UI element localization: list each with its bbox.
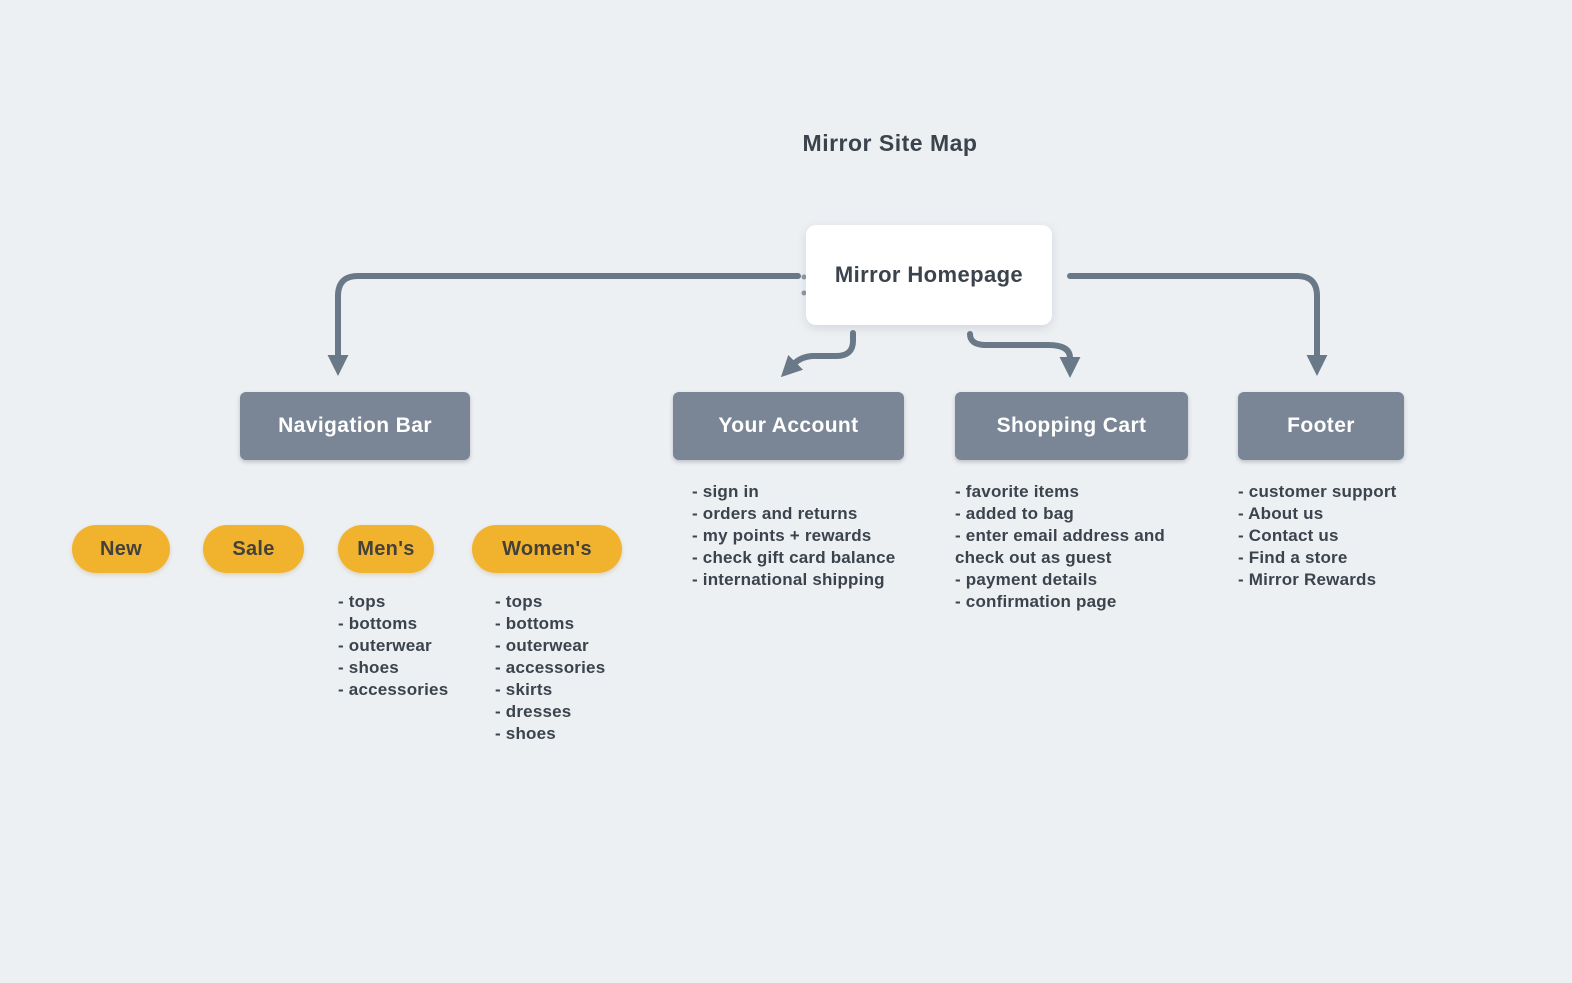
list-item: - my points + rewards [692, 526, 872, 545]
node-mirror-homepage-label: Mirror Homepage [834, 262, 1024, 287]
footer-list: - customer support - About us - Contact us… [1238, 481, 1438, 591]
your-account-list: - sign in - orders and returns - my points… [692, 481, 922, 591]
list-item: - sign in [692, 482, 759, 501]
list-item: - tops [338, 592, 386, 611]
nav-pill-mens: Men's [338, 525, 434, 573]
node-mirror-homepage: Mirror Homepage [806, 225, 1052, 325]
nav-pill-sale-label: Sale [232, 537, 275, 560]
node-footer: Footer [1238, 392, 1404, 460]
list-item: - outerwear [495, 636, 589, 655]
nav-pill-sale: Sale [203, 525, 304, 573]
list-item: - skirts [495, 680, 553, 699]
connector-homepage-to-shopping-cart [967, 331, 1081, 378]
mens-list: - tops - bottoms - outerwear - shoes - acces… [338, 591, 488, 701]
nav-pill-mens-label: Men's [357, 537, 415, 560]
node-your-account: Your Account [673, 392, 904, 460]
connector-dot [801, 274, 807, 280]
list-item: - favorite items [955, 482, 1080, 501]
list-item: - payment details [955, 570, 1098, 589]
node-shopping-cart: Shopping Cart [955, 392, 1188, 460]
list-item: - orders and returns [692, 504, 858, 523]
nav-pill-womens: Women's [472, 525, 622, 573]
list-item: - bottoms [338, 614, 418, 633]
connector-homepage-to-footer [1067, 273, 1328, 376]
list-item: - Mirror Rewards [1238, 570, 1377, 589]
node-shopping-cart-label: Shopping Cart [996, 414, 1147, 437]
shopping-cart-list: - favorite items - added to bag - enter em… [955, 481, 1195, 613]
nav-pill-womens-label: Women's [502, 537, 592, 560]
nav-pill-new: New [72, 525, 170, 573]
nav-pill-new-label: New [99, 537, 143, 560]
list-item: - accessories [495, 658, 606, 677]
list-item: - About us [1238, 504, 1324, 523]
list-item: - added to bag [955, 504, 1074, 523]
list-item: - Contact us [1238, 526, 1339, 545]
list-item: - bottoms [495, 614, 575, 633]
list-item: - outerwear [338, 636, 432, 655]
list-item: - shoes [495, 724, 556, 743]
list-item: - customer support [1238, 482, 1397, 501]
list-item: - Find a store [1238, 548, 1348, 567]
womens-list: - tops - bottoms - outerwear - accessories -… [495, 591, 645, 745]
list-item: - confirmation page [955, 592, 1117, 611]
list-item: - accessories [338, 680, 449, 699]
node-footer-label: Footer [1287, 414, 1355, 437]
page-title: Mirror Site Map [802, 130, 978, 156]
list-item: - check gift card balance [692, 548, 896, 567]
list-item: - international shipping [692, 570, 885, 589]
node-navigation-bar: Navigation Bar [240, 392, 470, 460]
list-item: - shoes [338, 658, 399, 677]
connector-dot [801, 290, 807, 296]
list-item: - tops [495, 592, 543, 611]
list-item: - enter email address and check out as g… [955, 526, 1166, 567]
connector-homepage-to-your-account [780, 330, 856, 378]
node-your-account-label: Your Account [718, 414, 859, 437]
connector-homepage-to-navigation-bar [327, 273, 801, 376]
list-item: - dresses [495, 702, 572, 721]
node-navigation-bar-label: Navigation Bar [278, 414, 432, 437]
